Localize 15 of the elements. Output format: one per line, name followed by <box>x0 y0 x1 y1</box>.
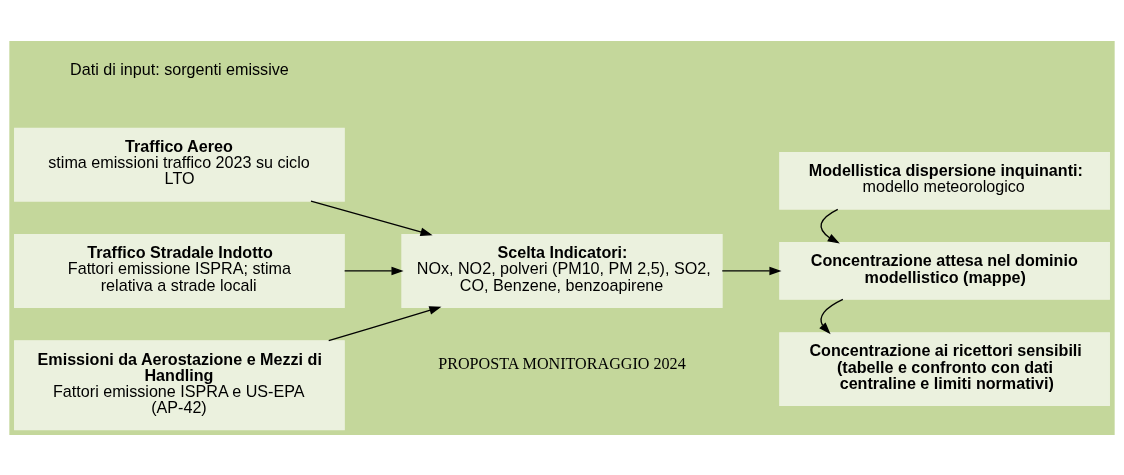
arrow <box>328 305 442 341</box>
node-box: Traffico Stradale Indotto Fattori emissione ISPRA; stima relativa a strade locali <box>14 233 345 308</box>
arrow <box>820 208 840 244</box>
arrow <box>343 266 404 275</box>
arrow <box>819 298 844 334</box>
node-box: Scelta Indicatori: NOx, NO2, polveri (PM10, PM 2,5), SO2, CO, Benzene, benzoapirene <box>401 233 723 308</box>
arrow <box>721 266 782 275</box>
label: Dati di input: sorgenti emissive <box>70 59 289 78</box>
label: PROPOSTA MONITORAGGIO 2024 <box>438 354 686 372</box>
node-box: Traffico Aereo stima emissioni traffico 2023 su ciclo LTO <box>14 127 345 202</box>
node-box: Concentrazione ai ricettori sensibili (tabelle e confronto con dati centraline e limiti normativi) <box>779 331 1110 406</box>
node-box: Modellistica dispersione inquinanti: modello meteorologico <box>779 151 1110 210</box>
node-box: Concentrazione attesa nel dominio modellistico (mappe) <box>779 241 1110 300</box>
arrow <box>310 199 433 236</box>
node-box: Emissioni da Aerostazione e Mezzi di Handling Fattori emissione ISPRA e US-EPA (AP-42) <box>14 339 345 430</box>
